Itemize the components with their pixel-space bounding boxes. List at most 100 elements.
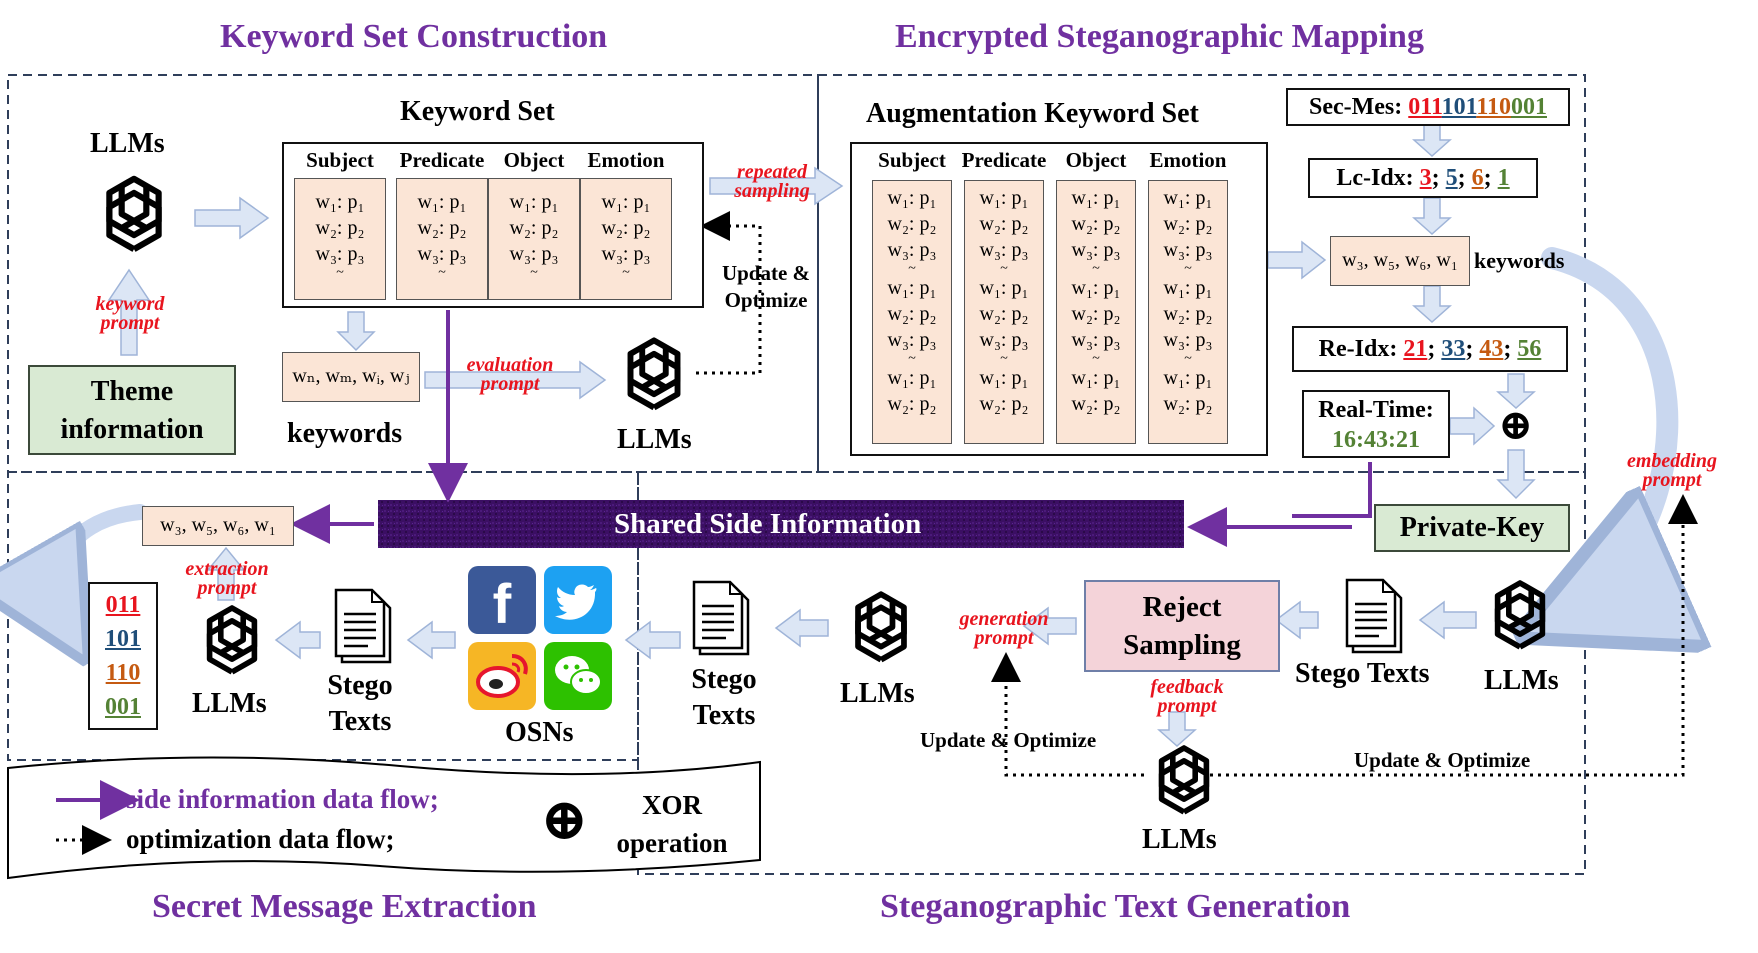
private-key-box: Private-Key — [1374, 504, 1570, 552]
augmentation-entry: w₁: p₁ — [979, 367, 1029, 389]
keyword-prompt-label: keyword prompt — [95, 293, 165, 334]
lc-idx-label: Lc-Idx: — [1336, 165, 1414, 191]
legend-xor-icon: ⊕ — [540, 787, 589, 852]
re-idx-label: Re-Idx: — [1318, 336, 1398, 362]
shared-side-info-label: Shared Side Information — [614, 508, 922, 540]
augmentation-entry: w₁: p₁ — [1163, 277, 1213, 299]
keyword-column-header: Object — [503, 148, 565, 172]
augmentation-entry: w₁: p₁ — [887, 367, 937, 389]
re-idx-values: 21; 33; 43; 56 — [1403, 336, 1542, 362]
keywords-label-right: keywords — [1474, 248, 1565, 273]
legend-side-info: side information data flow; — [126, 784, 439, 814]
tilde-mark: ~ — [1184, 261, 1192, 276]
update-optimize-left: Update & Optimize — [920, 728, 1097, 752]
tilde-mark: ~ — [1184, 351, 1192, 366]
tilde-mark: ~ — [1000, 351, 1008, 366]
update-optimize-label: Update & Optimize — [721, 261, 811, 312]
augmentation-entry: w₁: p₁ — [1163, 187, 1213, 209]
keyword-column-header: Emotion — [587, 148, 665, 172]
openai-icon — [192, 600, 272, 680]
augmentation-entry: w₁: p₁ — [1071, 277, 1121, 299]
sec-mes-bits: 011101110001 — [1408, 94, 1547, 120]
keywords-label: keywords — [287, 418, 403, 449]
colored-value: 011 — [1408, 94, 1442, 120]
tilde-mark: ~ — [622, 265, 630, 280]
facebook-icon: f — [468, 566, 536, 635]
augmentation-entry: w₁: p₁ — [979, 187, 1029, 209]
augmentation-entry: w₂: p₂ — [1071, 303, 1121, 325]
augmentation-entry: w₂: p₂ — [1163, 393, 1213, 415]
document-icon — [690, 580, 754, 658]
colored-value: 001 — [1511, 94, 1547, 120]
openai-icon — [1144, 740, 1224, 820]
twitter-icon — [544, 566, 612, 634]
stego-texts-label-generation: Stego Texts — [1295, 658, 1430, 689]
embedding-curve — [1552, 247, 1667, 620]
tilde-mark: ~ — [1000, 261, 1008, 276]
legend-xor-label: XOR operation — [616, 790, 728, 858]
augmentation-column-header: Subject — [878, 148, 946, 172]
keyword-entry: w₃: p₃ — [417, 243, 467, 265]
llm-label-top-left: LLMs — [90, 128, 165, 159]
keyword-entry: w₁: p₁ — [417, 191, 467, 213]
extracted-bit-group: 011 — [105, 592, 141, 618]
recovered-keywords-box: w₃, w₅, w₆, w₁ — [142, 506, 294, 546]
augmentation-entry: w₁: p₁ — [1071, 367, 1121, 389]
augmentation-entry: w₃: p₃ — [1071, 239, 1121, 261]
openai-icon — [1480, 575, 1560, 655]
augmentation-entry: w₂: p₂ — [1163, 213, 1213, 235]
augmentation-entry: w₂: p₂ — [887, 393, 937, 415]
extracted-bit-group: 101 — [105, 626, 141, 652]
augmentation-column-header: Predicate — [961, 148, 1047, 172]
llm-label-evaluation: LLMs — [617, 424, 692, 455]
re-idx-box: Re-Idx: 21; 33; 43; 56 — [1292, 326, 1568, 372]
tilde-mark: ~ — [1092, 351, 1100, 366]
keyword-column-header: Predicate — [399, 148, 485, 172]
keyword-entry: w₁: p₁ — [509, 191, 559, 213]
tilde-mark: ~ — [438, 265, 446, 280]
llm-label-extraction: LLMs — [192, 688, 267, 719]
embedding-prompt-label: embedding prompt — [1627, 450, 1717, 491]
extraction-prompt-label: extraction prompt — [185, 558, 269, 599]
wechat-icon — [544, 642, 612, 710]
tilde-mark: ~ — [908, 351, 916, 366]
augmentation-entry: w₁: p₁ — [887, 277, 937, 299]
title-text-generation: Steganographic Text Generation — [880, 888, 1351, 925]
openai-icon — [840, 586, 922, 668]
colored-value: 3 — [1419, 165, 1432, 191]
legend-optimization: optimization data flow; — [126, 824, 395, 854]
extracted-bit-group: 001 — [105, 694, 141, 720]
real-time-value: 16:43:21 — [1332, 427, 1420, 453]
augmentation-entry: w₁: p₁ — [979, 277, 1029, 299]
augmentation-entry: w₃: p₃ — [887, 329, 937, 351]
recovered-keywords-text: w₃, w₅, w₆, w₁ — [160, 514, 276, 536]
augmentation-entry: w₃: p₃ — [887, 239, 937, 261]
augmentation-entry: w₂: p₂ — [1071, 213, 1121, 235]
augmentation-entry: w₂: p₂ — [1071, 393, 1121, 415]
llm-label-feedback: LLMs — [1142, 824, 1217, 855]
llm-label-embedding: LLMs — [1484, 665, 1559, 696]
keyword-entry: w₁: p₁ — [601, 191, 651, 213]
lc-idx-box: Lc-Idx: 3; 5; 6; 1 — [1308, 158, 1538, 198]
title-encrypted-mapping: Encrypted Steganographic Mapping — [895, 18, 1424, 55]
augmentation-entry: w₂: p₂ — [979, 303, 1029, 325]
lc-idx-values: 3; 5; 6; 1 — [1419, 165, 1510, 191]
augmentation-entry: w₂: p₂ — [979, 393, 1029, 415]
colored-value: 101 — [1441, 94, 1477, 120]
extraction-curve — [57, 504, 148, 636]
shared-side-info-bar — [378, 500, 1184, 548]
reject-sampling-box: Reject Sampling — [1084, 580, 1280, 672]
update-optimize-right: Update & Optimize — [1354, 748, 1531, 772]
selected-keywords-text: w₃, w₅, w₆, w₁ — [1342, 249, 1458, 271]
xor-icon: ⊕ — [1498, 403, 1534, 449]
augmentation-entry: w₃: p₃ — [979, 239, 1029, 261]
